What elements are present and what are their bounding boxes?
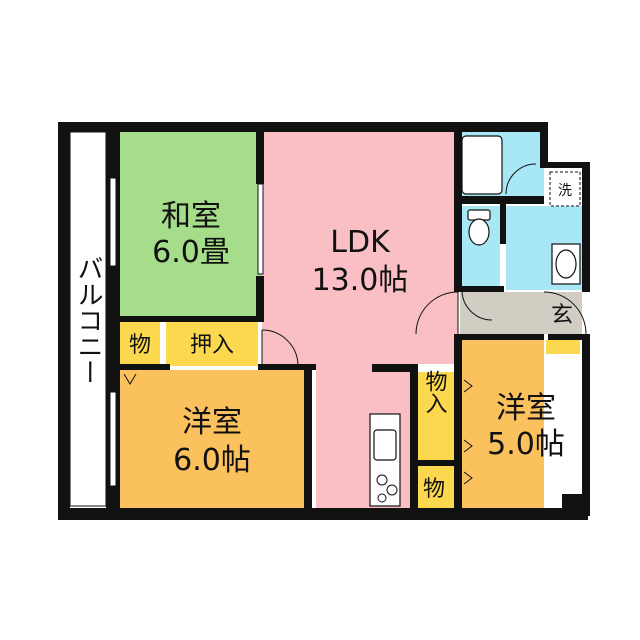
- sliding-window-icon: [109, 177, 264, 487]
- washitsu-floor: [120, 132, 262, 320]
- genkan-floor: [460, 292, 544, 334]
- door-swing-icon: [505, 163, 537, 195]
- mono-bottom-label: 物: [423, 477, 445, 502]
- ldk-floor: [262, 132, 458, 364]
- ldk-name: LDK: [330, 225, 391, 260]
- yoshitsu-right-size: 5.0帖: [487, 427, 565, 462]
- yoshitsu-right-name: 洋室: [496, 391, 556, 426]
- washitsu-name: 和室: [161, 199, 221, 234]
- genkan-step: [544, 292, 582, 334]
- monoire-floor: [416, 372, 456, 460]
- mono-bottom-floor: [416, 466, 456, 508]
- door-swing-icon: [123, 289, 587, 485]
- mono-left-label: 物: [129, 333, 151, 358]
- toilet-icon: [467, 209, 491, 246]
- monoire-label: 物入: [422, 370, 448, 414]
- svg-text:洗: 洗: [558, 183, 572, 199]
- kitchen-sink-icon: [369, 413, 401, 507]
- yoshitsu-right-floor: [460, 338, 544, 508]
- oshiire-floor: [166, 322, 258, 366]
- oshiire-label: 押入: [190, 333, 234, 358]
- ldk-size: 13.0帖: [312, 263, 409, 298]
- washing-machine-icon: 洗: [549, 171, 581, 207]
- washitsu-size: 6.0畳: [152, 235, 230, 270]
- yoshitsu-left-name: 洋室: [182, 405, 242, 440]
- genkan-label: 玄: [551, 303, 573, 328]
- yoshitsu-left-floor: [120, 370, 310, 508]
- balcony-area: [69, 131, 107, 507]
- yoshitsu-left-size: 6.0帖: [173, 443, 251, 478]
- balcony-label: バルコニー: [73, 255, 103, 385]
- stove-icon: [376, 474, 398, 503]
- bathtub-icon: [461, 135, 503, 195]
- washbasin-icon: [551, 243, 581, 285]
- shoe-box-floor: [546, 340, 580, 354]
- mono-left-floor: [120, 322, 160, 366]
